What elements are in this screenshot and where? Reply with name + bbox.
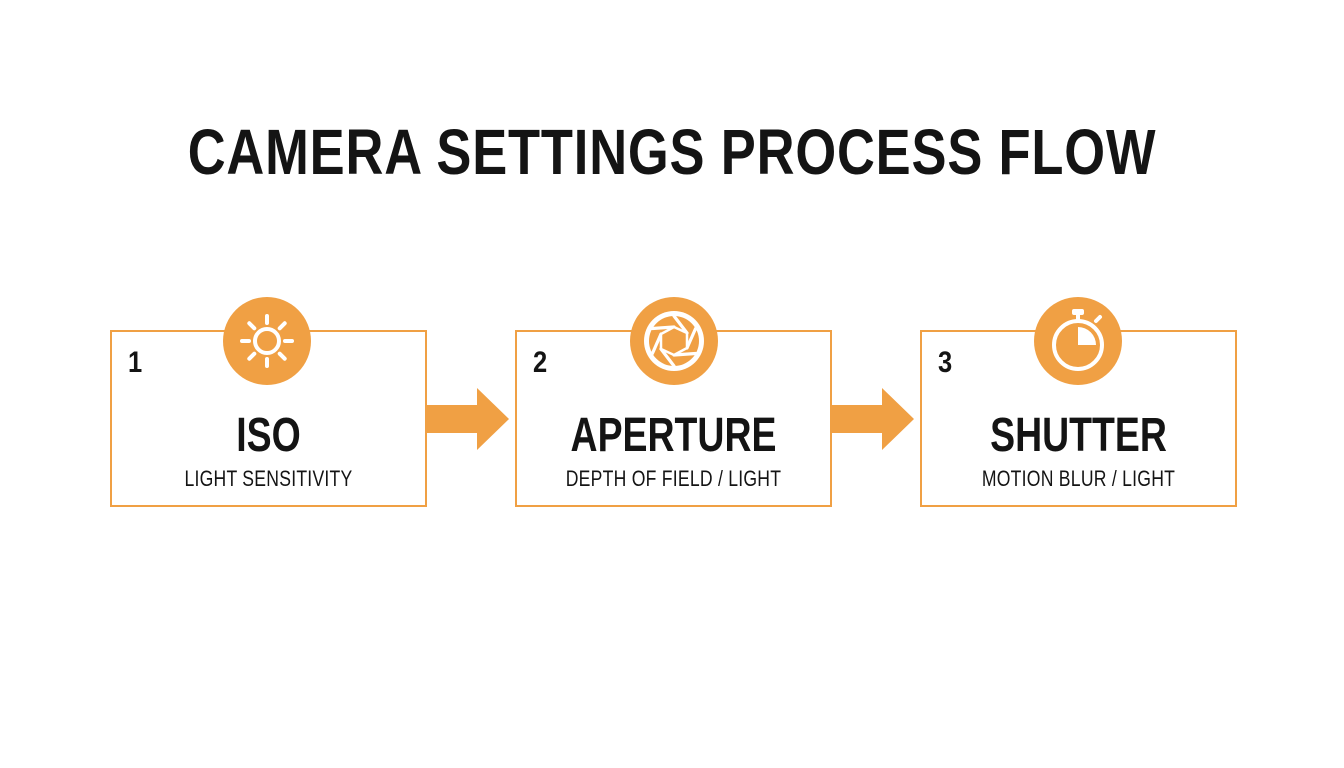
- step-number: 2: [533, 346, 548, 379]
- step-number: 3: [938, 346, 953, 379]
- step-subtitle: DEPTH OF FIELD / LIGHT: [565, 466, 782, 491]
- arrow-right-icon: [427, 388, 509, 450]
- step-title: APERTURE: [570, 409, 777, 462]
- step-number: 1: [128, 346, 143, 379]
- step-title: SHUTTER: [990, 409, 1167, 462]
- step-subtitle: MOTION BLUR / LIGHT: [981, 466, 1176, 491]
- page-title: CAMERA SETTINGS PROCESS FLOW: [187, 116, 1157, 188]
- stopwatch-icon: [1034, 297, 1122, 385]
- sun-icon: [223, 297, 311, 385]
- aperture-icon: [630, 297, 718, 385]
- step-title: ISO: [236, 409, 301, 462]
- step-subtitle: LIGHT SENSITIVITY: [184, 466, 353, 491]
- arrow-right-icon: [832, 388, 914, 450]
